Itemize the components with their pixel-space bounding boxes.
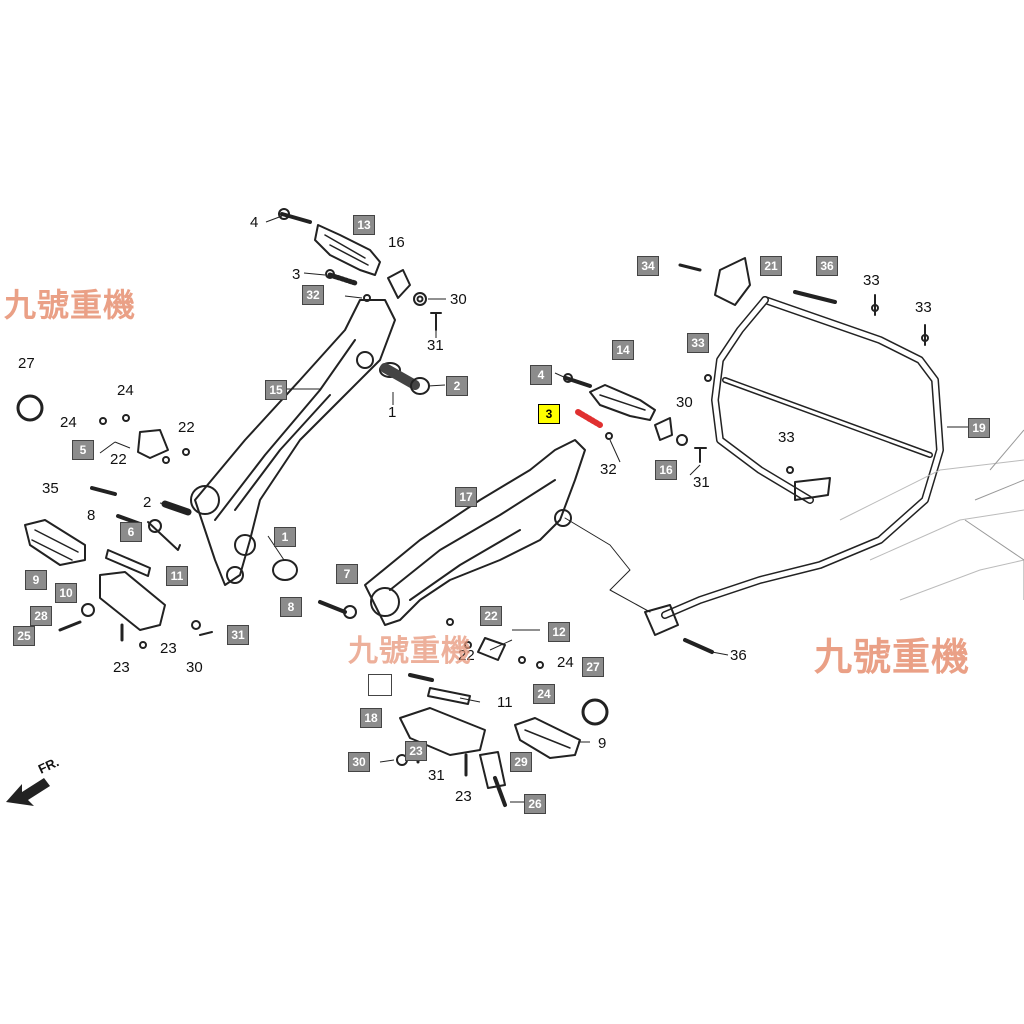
callout-box-10: 10 bbox=[55, 583, 77, 603]
lower-footpeg-right-base bbox=[399, 707, 486, 756]
callout-box-18: 18 bbox=[360, 708, 382, 728]
upper-footpeg-left bbox=[314, 224, 381, 276]
callout-box-6: 6 bbox=[120, 522, 142, 542]
callout-31: 31 bbox=[427, 337, 444, 354]
lower-footpeg-right bbox=[514, 717, 581, 759]
callout-24: 24 bbox=[117, 382, 134, 399]
callout-box-30: 30 bbox=[348, 752, 370, 772]
callout-2: 2 bbox=[143, 494, 152, 511]
callout-box-11: 11 bbox=[166, 566, 188, 586]
callout-24: 24 bbox=[557, 654, 574, 671]
callout-30: 30 bbox=[676, 394, 693, 411]
callout-box-12: 12 bbox=[548, 622, 570, 642]
callout-box-24: 24 bbox=[533, 684, 555, 704]
callout-31: 31 bbox=[428, 767, 445, 784]
callout-box-31: 31 bbox=[227, 625, 249, 645]
callout-30: 30 bbox=[186, 659, 203, 676]
callout-31: 31 bbox=[693, 474, 710, 491]
callout-box-36: 36 bbox=[816, 256, 838, 276]
callout-8: 8 bbox=[87, 507, 96, 524]
callout-22: 22 bbox=[110, 451, 127, 468]
callout-36: 36 bbox=[730, 647, 747, 664]
callout-box-33: 33 bbox=[687, 333, 709, 353]
callout-box-16: 16 bbox=[655, 460, 677, 480]
callout-box-1: 1 bbox=[274, 527, 296, 547]
callout-box-15: 15 bbox=[265, 380, 287, 400]
callout-box-29: 29 bbox=[510, 752, 532, 772]
callout-30: 30 bbox=[450, 291, 467, 308]
callout-23: 23 bbox=[113, 659, 130, 676]
callout-23: 23 bbox=[455, 788, 472, 805]
callout-11: 11 bbox=[497, 694, 513, 711]
callout-box-25: 25 bbox=[13, 626, 35, 646]
left-step-bracket bbox=[194, 299, 396, 586]
callout-box-2: 2 bbox=[446, 376, 468, 396]
callout-23: 23 bbox=[160, 640, 177, 657]
callout-box-14: 14 bbox=[612, 340, 634, 360]
callout-box-blank bbox=[368, 674, 392, 696]
callout-box-27: 27 bbox=[582, 657, 604, 677]
callout-box-23: 23 bbox=[405, 741, 427, 761]
lower-footpeg-left-base bbox=[99, 571, 166, 631]
callout-33: 33 bbox=[915, 299, 932, 316]
callout-16: 16 bbox=[388, 234, 405, 251]
callout-box-3-highlighted: 3 bbox=[538, 404, 560, 424]
callout-box-8: 8 bbox=[280, 597, 302, 617]
spring-3-highlighted bbox=[575, 409, 603, 428]
callout-box-28: 28 bbox=[30, 606, 52, 626]
callout-27: 27 bbox=[18, 355, 35, 372]
front-arrow-icon bbox=[6, 778, 50, 806]
callout-box-22: 22 bbox=[480, 606, 502, 626]
callout-4: 4 bbox=[250, 214, 259, 231]
callout-box-13: 13 bbox=[353, 215, 375, 235]
callout-33: 33 bbox=[778, 429, 795, 446]
callout-22: 22 bbox=[458, 647, 475, 664]
callout-3: 3 bbox=[292, 266, 301, 283]
callout-box-4: 4 bbox=[530, 365, 552, 385]
watermark: 九號重機 bbox=[4, 287, 137, 323]
callout-box-17: 17 bbox=[455, 487, 477, 507]
upper-footpeg-right bbox=[589, 384, 656, 421]
callout-33: 33 bbox=[863, 272, 880, 289]
callout-22: 22 bbox=[178, 419, 195, 436]
callout-1: 1 bbox=[388, 404, 397, 421]
callout-box-7: 7 bbox=[336, 564, 358, 584]
callout-box-26: 26 bbox=[524, 794, 546, 814]
callout-box-19: 19 bbox=[968, 418, 990, 438]
callout-box-5: 5 bbox=[72, 440, 94, 460]
watermark: 九號重機 bbox=[348, 635, 472, 668]
right-step-bracket bbox=[364, 439, 586, 626]
callout-35: 35 bbox=[42, 480, 59, 497]
callout-box-21: 21 bbox=[760, 256, 782, 276]
lower-footpeg-left bbox=[24, 519, 86, 566]
callout-box-32: 32 bbox=[302, 285, 324, 305]
watermark: 九號重機 bbox=[814, 637, 971, 679]
callout-box-34: 34 bbox=[637, 256, 659, 276]
callout-32: 32 bbox=[600, 461, 617, 478]
front-direction-marker: FR. bbox=[4, 752, 84, 817]
callout-24: 24 bbox=[60, 414, 77, 431]
callout-9: 9 bbox=[598, 735, 607, 752]
callout-box-9: 9 bbox=[25, 570, 47, 590]
